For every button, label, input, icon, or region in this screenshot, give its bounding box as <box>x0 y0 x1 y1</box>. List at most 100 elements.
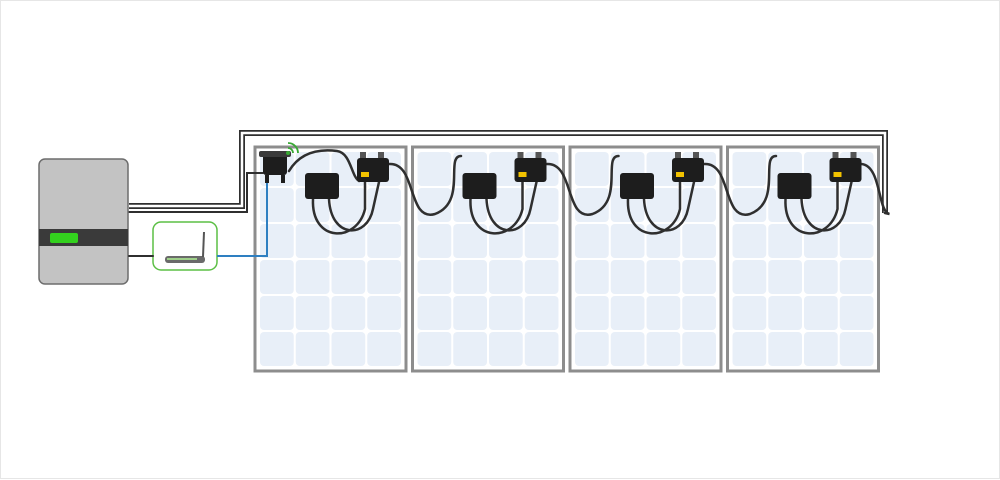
panel-cell <box>732 332 767 366</box>
wifi-arc <box>287 142 299 154</box>
connector-pin <box>535 152 542 159</box>
panel-cell <box>331 332 366 366</box>
optimizer-loop-left <box>311 180 367 235</box>
panel-cell <box>839 260 874 294</box>
panel-cell <box>646 152 681 186</box>
panel-cell <box>732 260 767 294</box>
panel-cell <box>453 296 487 330</box>
solar-panel-2 <box>411 145 565 373</box>
junction-box-4 <box>829 152 862 182</box>
panel-cell <box>331 296 366 330</box>
junction-box-body <box>514 158 547 182</box>
panel-cell <box>260 260 294 294</box>
panel-cell <box>839 332 874 366</box>
optimizer-loop-left <box>784 180 839 235</box>
rapid-shutdown-transmitter <box>259 151 291 183</box>
label-tag <box>833 172 842 177</box>
junction-box-body <box>357 158 389 182</box>
panel-cell <box>417 224 452 258</box>
label-tag <box>518 172 527 177</box>
solar-panels <box>253 145 880 373</box>
panel-cell <box>839 296 874 330</box>
gateway-led-strip <box>167 258 197 260</box>
optimizer-loop-right <box>642 180 696 232</box>
optimizer-1 <box>305 173 339 199</box>
connector-pin <box>693 152 699 159</box>
panel-cell <box>489 296 523 330</box>
panel-cell <box>331 260 366 294</box>
wifi-arc <box>287 147 294 154</box>
panel-cell <box>646 260 681 294</box>
transmitter-body <box>263 153 287 175</box>
panel-cell <box>804 296 838 330</box>
panel-cell <box>524 332 559 366</box>
panel-cell <box>453 332 487 366</box>
panel-cell <box>804 260 838 294</box>
panel-cell <box>453 260 487 294</box>
panel-cell <box>417 332 452 366</box>
communication-cable <box>217 176 268 257</box>
junction-box-2 <box>514 152 547 182</box>
panel-cell <box>489 260 523 294</box>
inter-panel-cable <box>702 154 778 216</box>
connector-pin <box>850 152 857 159</box>
panel-wiring <box>287 149 891 235</box>
panel-cell <box>575 152 609 186</box>
inverter-feed-cable <box>128 172 264 213</box>
panel-cell <box>524 296 559 330</box>
trunk-cable-inner <box>129 131 887 213</box>
transmitter-link-cable <box>287 149 361 183</box>
panel-cell <box>732 296 767 330</box>
panel-cell <box>768 296 802 330</box>
panel-cell <box>489 188 523 222</box>
panel-cell <box>367 188 401 222</box>
panel-cell <box>367 296 401 330</box>
panel-cell <box>295 224 330 258</box>
panel-cell <box>682 188 716 222</box>
panel-cell <box>646 188 681 222</box>
panel-cell <box>260 296 294 330</box>
panel-cell <box>575 224 609 258</box>
panel-cell <box>804 152 838 186</box>
panel-cell <box>260 224 294 258</box>
panel-cell <box>367 332 401 366</box>
junction-box-body <box>672 158 704 182</box>
panel-cell <box>524 224 559 258</box>
transmitter-cap <box>259 151 291 157</box>
label-tag <box>361 172 369 177</box>
panel-cell <box>682 296 716 330</box>
optimizer-loop-left <box>469 180 524 235</box>
optimizer-loop-right <box>327 180 381 232</box>
panel-cell <box>575 332 609 366</box>
panel-cell <box>610 296 645 330</box>
panel-cell <box>610 224 645 258</box>
connector-pin <box>517 152 524 159</box>
inter-panel-cable <box>387 154 463 216</box>
panel-cell <box>610 332 645 366</box>
panel-cell <box>610 260 645 294</box>
connector-pin <box>360 152 366 159</box>
transmitter-leads <box>265 175 285 183</box>
label-tag <box>676 172 684 177</box>
optimizer-loop-right <box>485 180 538 232</box>
return-cable <box>860 162 891 216</box>
devices <box>38 142 862 285</box>
panel-cell <box>646 332 681 366</box>
panel-cell <box>768 224 802 258</box>
panel-cell <box>417 260 452 294</box>
panel-cell <box>489 332 523 366</box>
panel-cell <box>524 260 559 294</box>
panel-cell <box>732 224 767 258</box>
panel-cell <box>453 224 487 258</box>
panel-cell <box>331 188 366 222</box>
inverter-body <box>38 158 129 285</box>
inverter <box>38 158 129 285</box>
junction-box-body <box>829 158 862 182</box>
panel-cell <box>768 332 802 366</box>
panel-cell <box>260 188 294 222</box>
panel-cell <box>367 224 401 258</box>
panel-cell <box>682 332 716 366</box>
panel-cell <box>804 332 838 366</box>
